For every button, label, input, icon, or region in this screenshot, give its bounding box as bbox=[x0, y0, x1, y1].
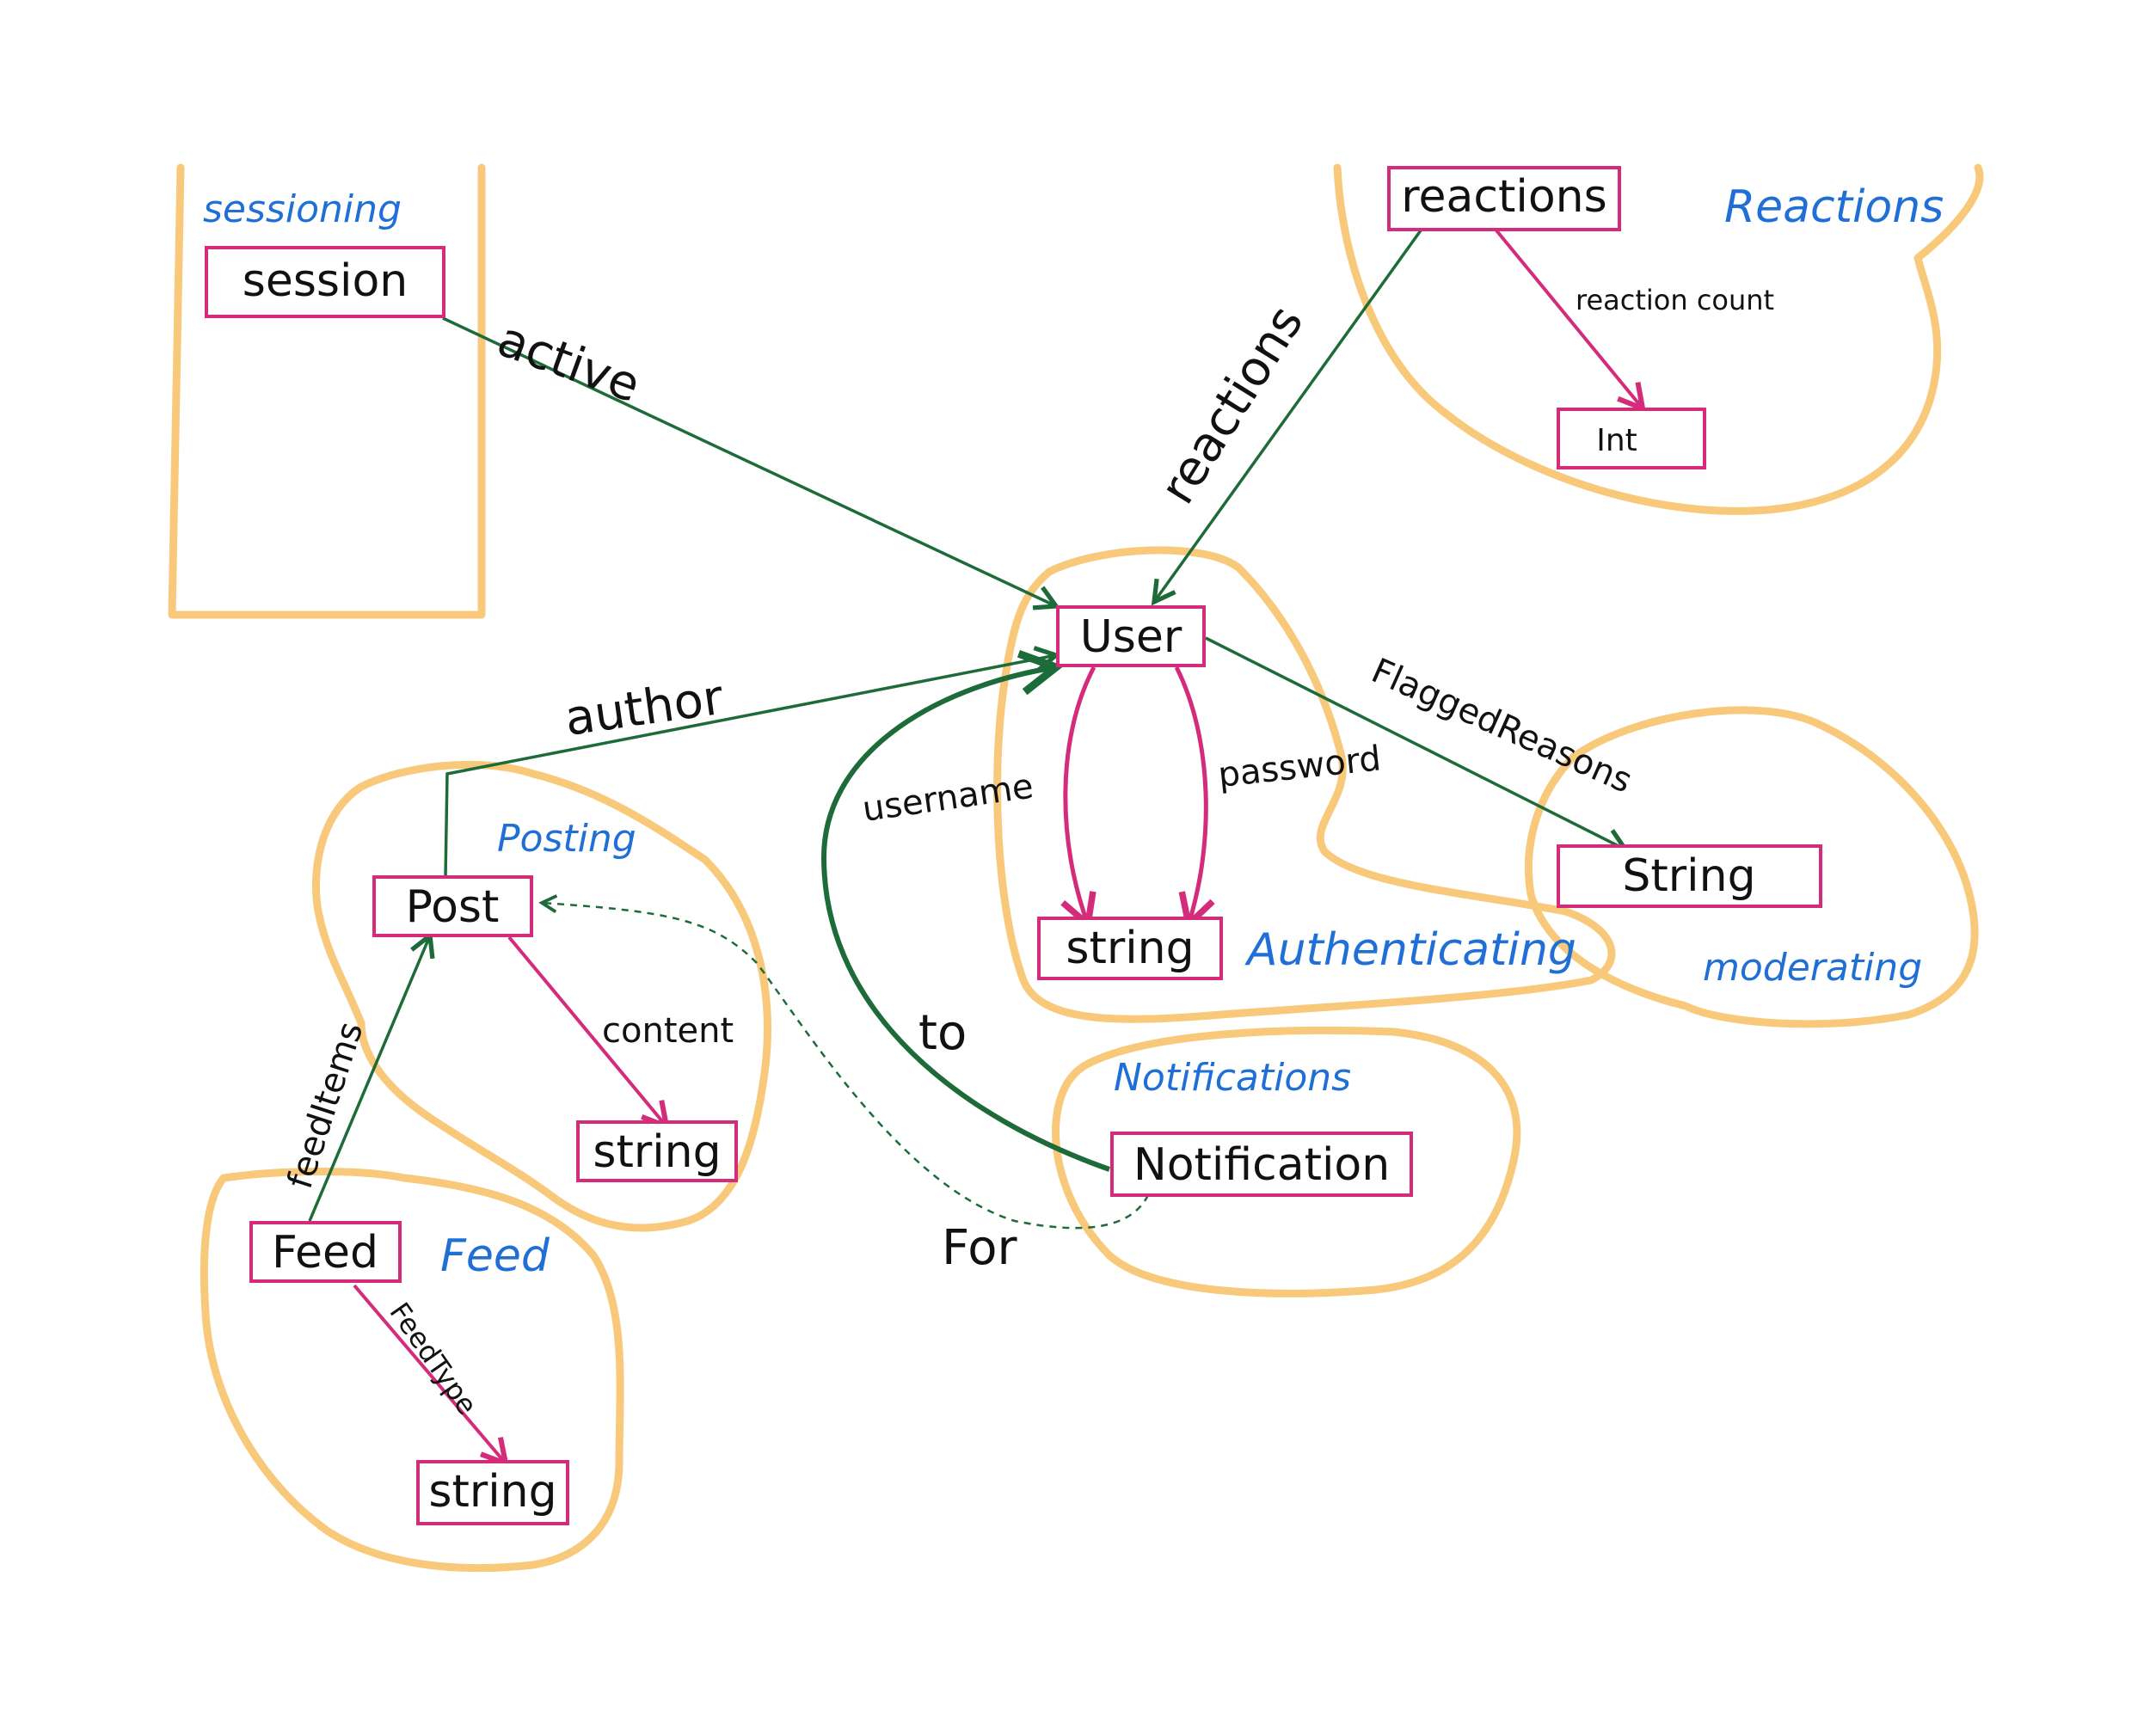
authenticating-group-label: Authenticating bbox=[1244, 924, 1576, 976]
reaction-count-edge-label: reaction count bbox=[1576, 284, 1774, 316]
notification-node-label: Notification bbox=[1133, 1139, 1390, 1191]
user-node-label: User bbox=[1080, 611, 1182, 663]
user-node: User bbox=[1056, 605, 1206, 667]
active-edge-label: active bbox=[490, 311, 647, 414]
content-edge-label: content bbox=[602, 1011, 734, 1051]
posting-group-label: Posting bbox=[497, 817, 636, 861]
session-node-label: session bbox=[243, 255, 408, 307]
post-string-node: string bbox=[576, 1120, 738, 1182]
feed-node-label: Feed bbox=[272, 1227, 378, 1279]
author-edge bbox=[444, 655, 1056, 878]
flagged-reasons-edge bbox=[1205, 636, 1625, 850]
reactions-node: reactions bbox=[1387, 166, 1621, 231]
moderating-group-outline bbox=[1525, 706, 1979, 1028]
feed-items-edge bbox=[308, 935, 430, 1222]
reaction-count-edge bbox=[1495, 229, 1643, 408]
feed-group-label: Feed bbox=[440, 1230, 550, 1282]
post-node: Post bbox=[372, 875, 533, 937]
feed-string-node-label: string bbox=[428, 1466, 556, 1518]
to-edge-label: to bbox=[918, 1005, 967, 1061]
moderation-string-node-label: String bbox=[1622, 850, 1755, 902]
sessioning-group-label: sessioning bbox=[203, 187, 402, 231]
author-edge-label: author bbox=[562, 670, 728, 747]
posting-group-outline bbox=[312, 760, 771, 1232]
for-edge-label: For bbox=[942, 1220, 1017, 1276]
int-node-label: Int bbox=[1596, 423, 1637, 458]
post-node-label: Post bbox=[406, 881, 500, 933]
reactions-to-user-edge bbox=[1154, 229, 1422, 602]
feed-string-node: string bbox=[416, 1460, 569, 1525]
feed-type-edge-label: FeedType bbox=[383, 1297, 483, 1421]
user-string-node-label: string bbox=[1066, 923, 1194, 974]
password-edge-label: password bbox=[1216, 739, 1383, 795]
reactions-group-label: Reactions bbox=[1724, 181, 1944, 233]
moderation-string-node: String bbox=[1557, 844, 1822, 908]
notifications-group-outline bbox=[1052, 1026, 1521, 1297]
feed-group-outline bbox=[200, 1168, 624, 1573]
username-edge-label: username bbox=[860, 767, 1035, 830]
feed-type-edge bbox=[353, 1284, 506, 1463]
reactions-edge-label: reactions bbox=[1150, 296, 1315, 513]
moderating-group-label: moderating bbox=[1703, 946, 1922, 990]
flagged-reasons-edge-label: FlaggedReasons bbox=[1366, 651, 1638, 801]
feed-node: Feed bbox=[249, 1221, 402, 1283]
password-edge bbox=[1174, 666, 1206, 924]
username-edge bbox=[1066, 666, 1094, 924]
to-edge bbox=[820, 667, 1110, 1172]
notifications-group-label: Notifications bbox=[1114, 1056, 1351, 1100]
reactions-node-label: reactions bbox=[1401, 171, 1606, 223]
int-node: Int bbox=[1557, 408, 1706, 469]
user-string-node: string bbox=[1037, 917, 1223, 980]
sessioning-group-outline bbox=[168, 163, 486, 619]
post-string-node-label: string bbox=[593, 1126, 721, 1178]
notification-node: Notification bbox=[1110, 1132, 1413, 1197]
session-node: session bbox=[205, 246, 445, 318]
for-edge bbox=[542, 903, 1150, 1230]
active-edge bbox=[442, 316, 1056, 606]
authenticating-group-outline bbox=[993, 546, 1616, 1023]
content-edge bbox=[507, 935, 666, 1126]
reactions-group-outline bbox=[1333, 163, 1984, 515]
